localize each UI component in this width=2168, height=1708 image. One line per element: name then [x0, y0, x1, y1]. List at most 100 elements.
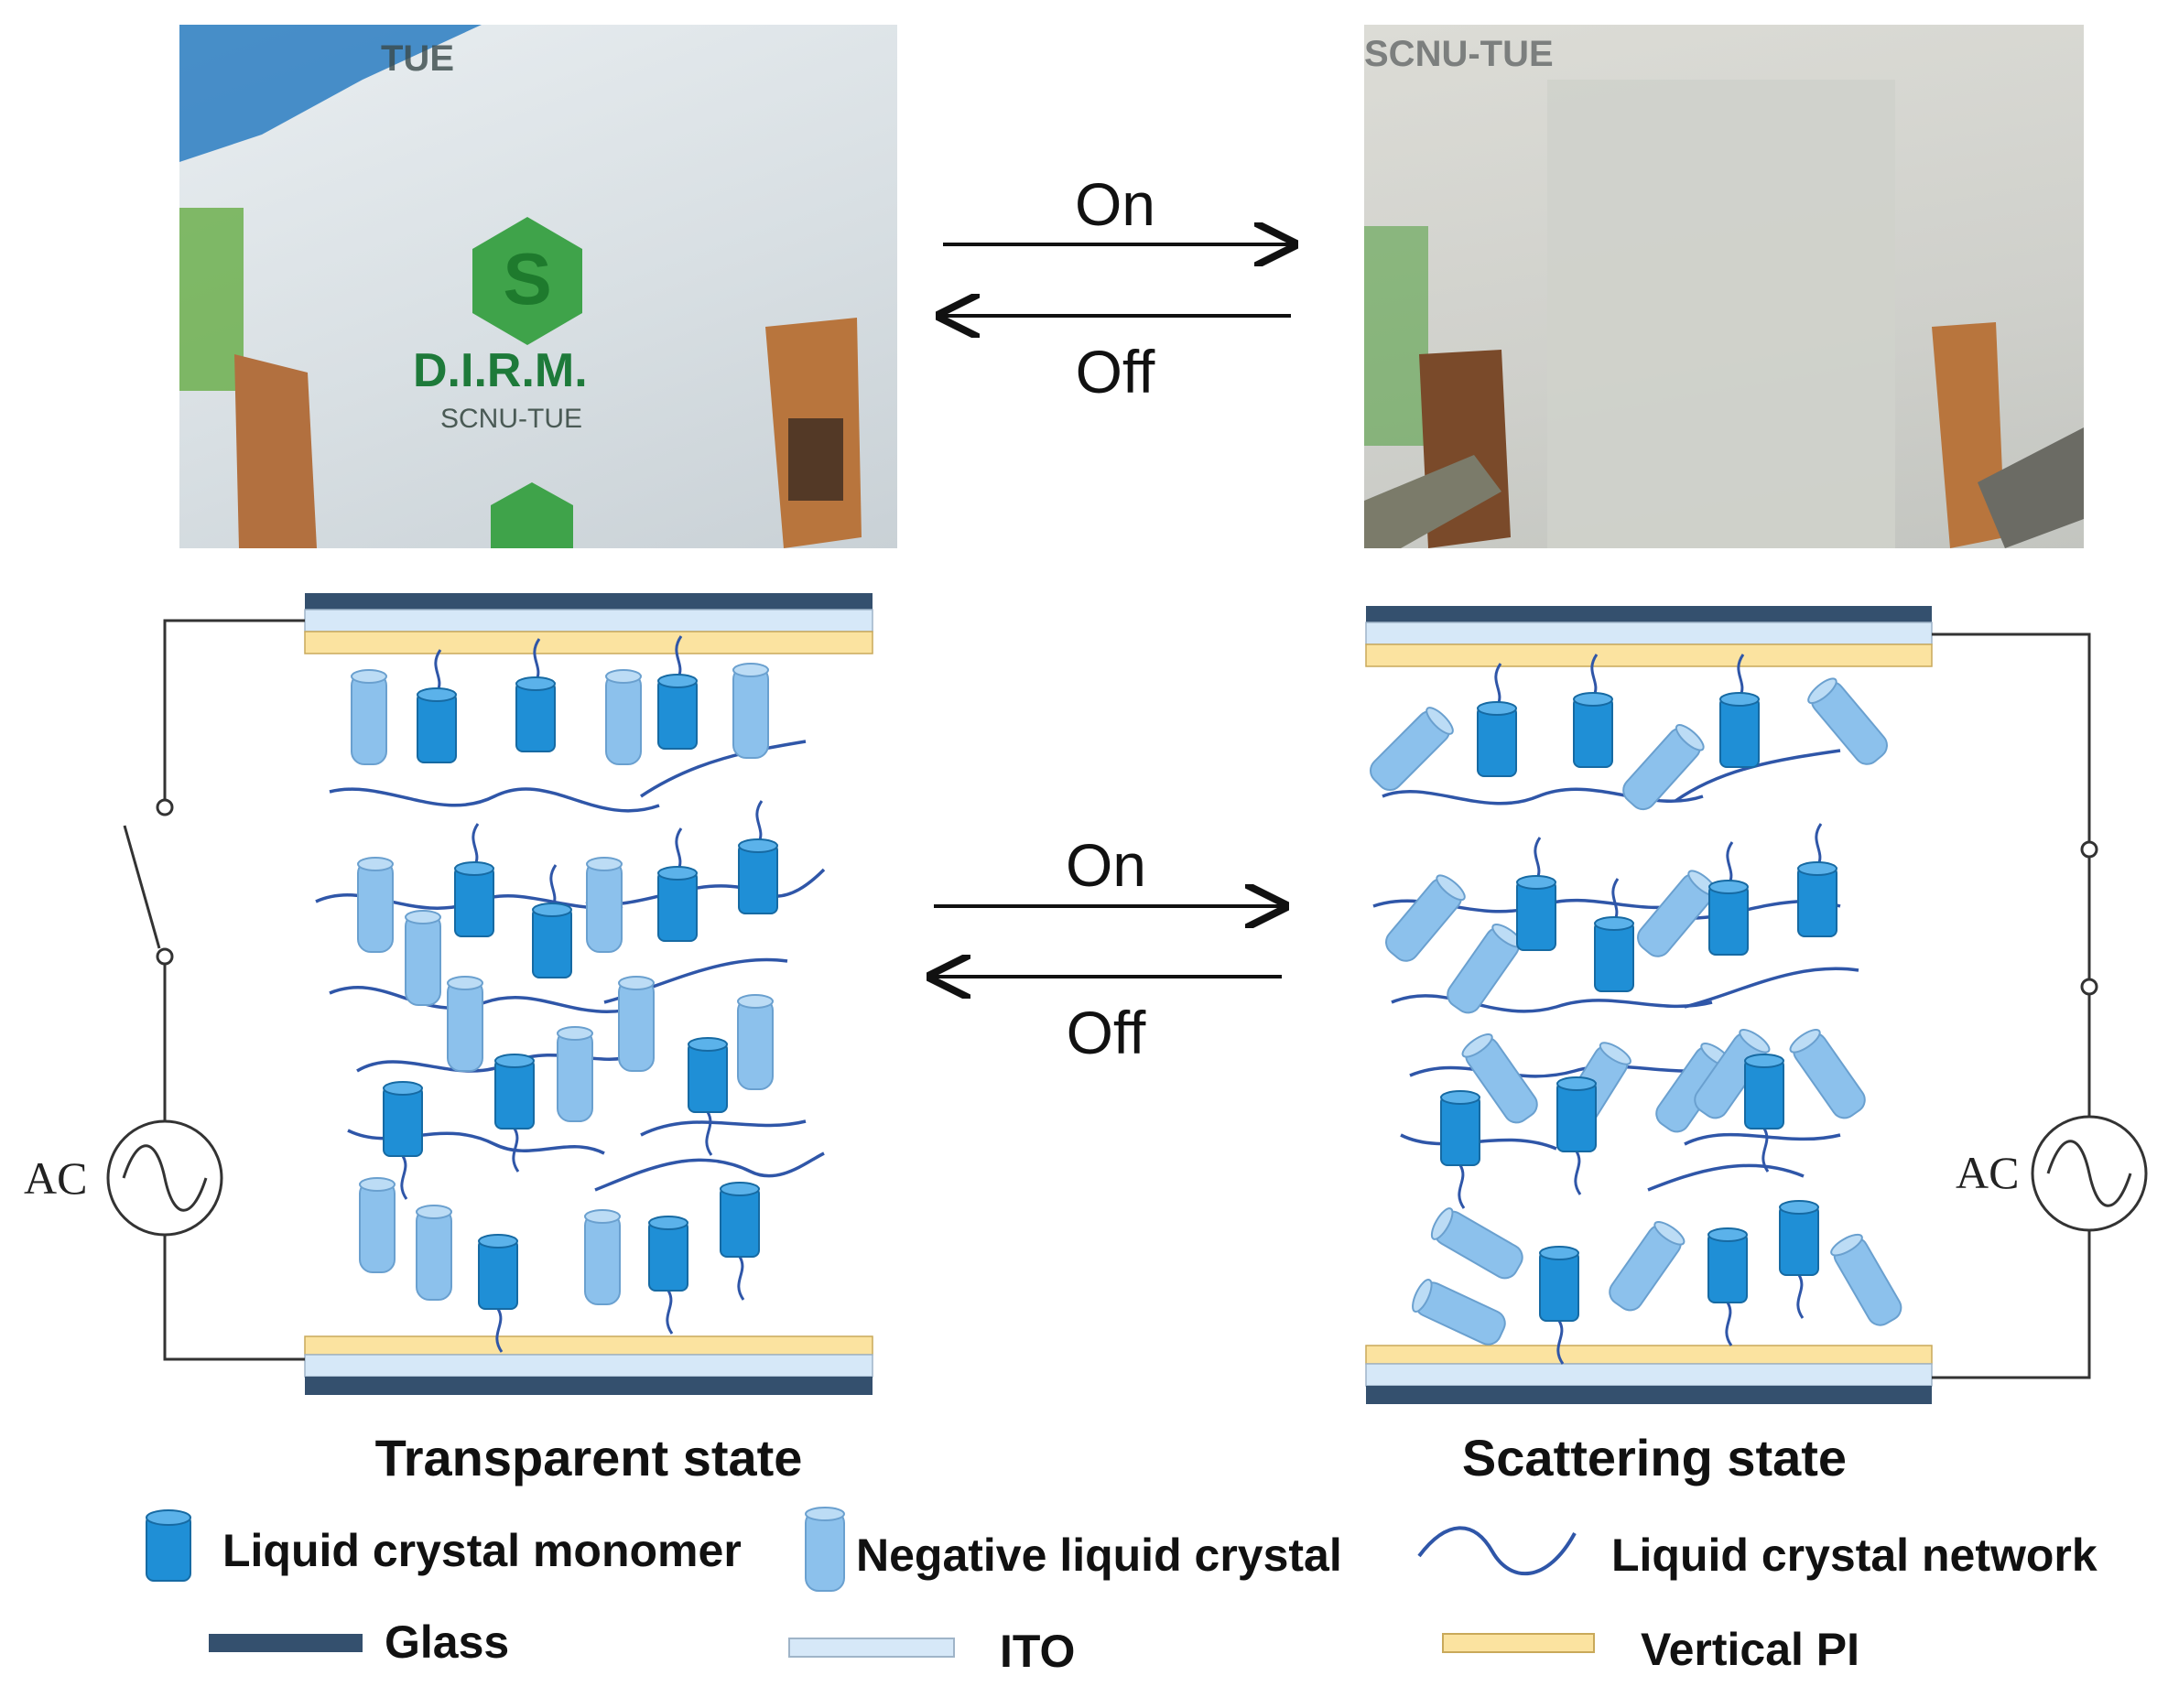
- photo-transparent-illustration: S D.I.R.M. SCNU-TUE TUE: [179, 25, 862, 548]
- lc-monomer: [738, 800, 778, 914]
- negative-lc-molecule: [605, 669, 642, 765]
- negative-lc-molecule: [1370, 707, 1454, 791]
- lc-monomer: [1708, 841, 1749, 956]
- legend-ito-icon: [788, 1638, 955, 1658]
- legend-negative-lc-label: Negative liquid crystal: [856, 1530, 1342, 1581]
- pi-layer: [304, 1335, 873, 1356]
- negative-lc-molecule: [1430, 1207, 1523, 1280]
- legend-pi-icon: [1442, 1633, 1595, 1653]
- network-strand: [1409, 1065, 1722, 1078]
- negative-lc-molecule: [359, 1177, 396, 1273]
- lc-monomer: [515, 638, 556, 752]
- left-circuit: [106, 619, 305, 1361]
- top-on-label: On: [1074, 170, 1156, 238]
- photo-top-text-left: TUE: [381, 38, 454, 79]
- network-strand: [1647, 1163, 1805, 1192]
- negative-lc-molecule: [1622, 724, 1705, 811]
- lc-monomer: [417, 649, 457, 763]
- legend-glass-label: Glass: [385, 1616, 510, 1668]
- network-strand: [1684, 967, 1859, 1009]
- negative-lc-molecule: [618, 976, 655, 1072]
- negative-lc-molecule: [1412, 1279, 1506, 1346]
- lc-monomer: [1779, 1200, 1819, 1319]
- lc-monomer: [657, 635, 698, 750]
- network-strand: [1391, 994, 1713, 1013]
- pi-layer: [1365, 643, 1933, 667]
- network-strand: [329, 986, 642, 1013]
- lc-monomer: [688, 1037, 728, 1156]
- lc-monomer: [1516, 837, 1556, 951]
- photo-transparent-sample: S D.I.R.M. SCNU-TUE TUE: [179, 25, 897, 548]
- right-molecules: [1370, 654, 1902, 1365]
- negative-lc-molecule: [1694, 1029, 1771, 1119]
- negative-lc-molecule: [557, 1026, 593, 1122]
- negative-lc-molecule: [357, 857, 394, 953]
- ito-layer: [1365, 622, 1933, 645]
- legend-pi-label: Vertical PI: [1641, 1624, 1860, 1675]
- negative-lc-molecule: [737, 994, 774, 1090]
- lc-monomer: [1594, 878, 1634, 992]
- lc-monomer: [1539, 1246, 1579, 1365]
- svg-text:S: S: [503, 238, 551, 319]
- network-strand: [329, 787, 660, 813]
- lc-monomer: [478, 1234, 518, 1353]
- lc-monomer: [532, 864, 572, 978]
- lc-monomer: [494, 1054, 535, 1173]
- network-strand: [594, 1151, 825, 1192]
- glass-layer: [305, 593, 873, 610]
- negative-lc-molecule: [1789, 1029, 1866, 1119]
- legend-ito-label: ITO: [1000, 1626, 1076, 1677]
- left-molecules: [351, 635, 778, 1353]
- lc-monomer: [648, 1216, 688, 1335]
- ito-layer: [304, 609, 873, 632]
- middle-off-label: Off: [1066, 999, 1146, 1066]
- pi-layer: [304, 631, 873, 654]
- network-strand: [640, 740, 807, 798]
- left-top-substrate: [304, 593, 873, 654]
- photo-logo-subtext: SCNU-TUE: [440, 404, 582, 434]
- negative-lc-molecule: [447, 976, 483, 1072]
- negative-lc-molecule: [584, 1209, 621, 1305]
- negative-lc-molecule: [1830, 1233, 1902, 1326]
- left-switch: [123, 825, 161, 949]
- left-ac-label: AC: [24, 1152, 88, 1204]
- lc-monomer: [1556, 1076, 1597, 1195]
- legend-network-icon: [1417, 1526, 1577, 1576]
- lc-monomer: [1797, 823, 1837, 937]
- ito-layer: [1365, 1363, 1933, 1387]
- network-strand: [640, 1119, 807, 1137]
- photo-logo-text: D.I.R.M.: [413, 344, 588, 397]
- legend-monomer-icon: [146, 1509, 191, 1582]
- photo-top-text-right: SCNU-TUE: [1364, 34, 1554, 74]
- legend-network-label: Liquid crystal network: [1611, 1530, 2098, 1581]
- right-top-substrate: [1365, 606, 1933, 667]
- lc-monomer: [1440, 1090, 1480, 1209]
- pi-layer: [1365, 1345, 1933, 1365]
- lc-monomer: [1744, 1054, 1784, 1173]
- negative-lc-molecule: [586, 857, 623, 953]
- lc-monomer: [1719, 654, 1760, 768]
- negative-lc-molecule: [351, 669, 387, 765]
- negative-lc-molecule: [1385, 874, 1466, 962]
- ito-layer: [304, 1354, 873, 1378]
- lc-monomer: [720, 1182, 760, 1301]
- lc-monomer: [383, 1081, 423, 1200]
- legend-monomer-label: Liquid crystal monomer: [222, 1525, 742, 1576]
- negative-lc-molecule: [1461, 1033, 1538, 1124]
- negative-lc-molecule: [416, 1205, 452, 1301]
- photo-scattering-illustration: SCNU-TUE: [1364, 34, 2084, 548]
- scattering-state-caption: Scattering state: [1461, 1429, 1848, 1486]
- negative-lc-molecule: [1637, 870, 1718, 957]
- transparent-state-caption: Transparent state: [374, 1429, 803, 1486]
- lc-monomer: [1707, 1227, 1748, 1346]
- glass-layer: [305, 1377, 873, 1395]
- right-bottom-substrate: [1365, 1345, 1933, 1404]
- lc-monomer: [1477, 663, 1517, 777]
- middle-on-label: On: [1065, 831, 1147, 899]
- glass-layer: [1366, 606, 1932, 622]
- negative-lc-molecule: [1609, 1221, 1686, 1312]
- negative-lc-molecule: [1807, 677, 1888, 765]
- negative-lc-molecule: [1447, 924, 1523, 1014]
- lc-monomer: [1573, 654, 1613, 768]
